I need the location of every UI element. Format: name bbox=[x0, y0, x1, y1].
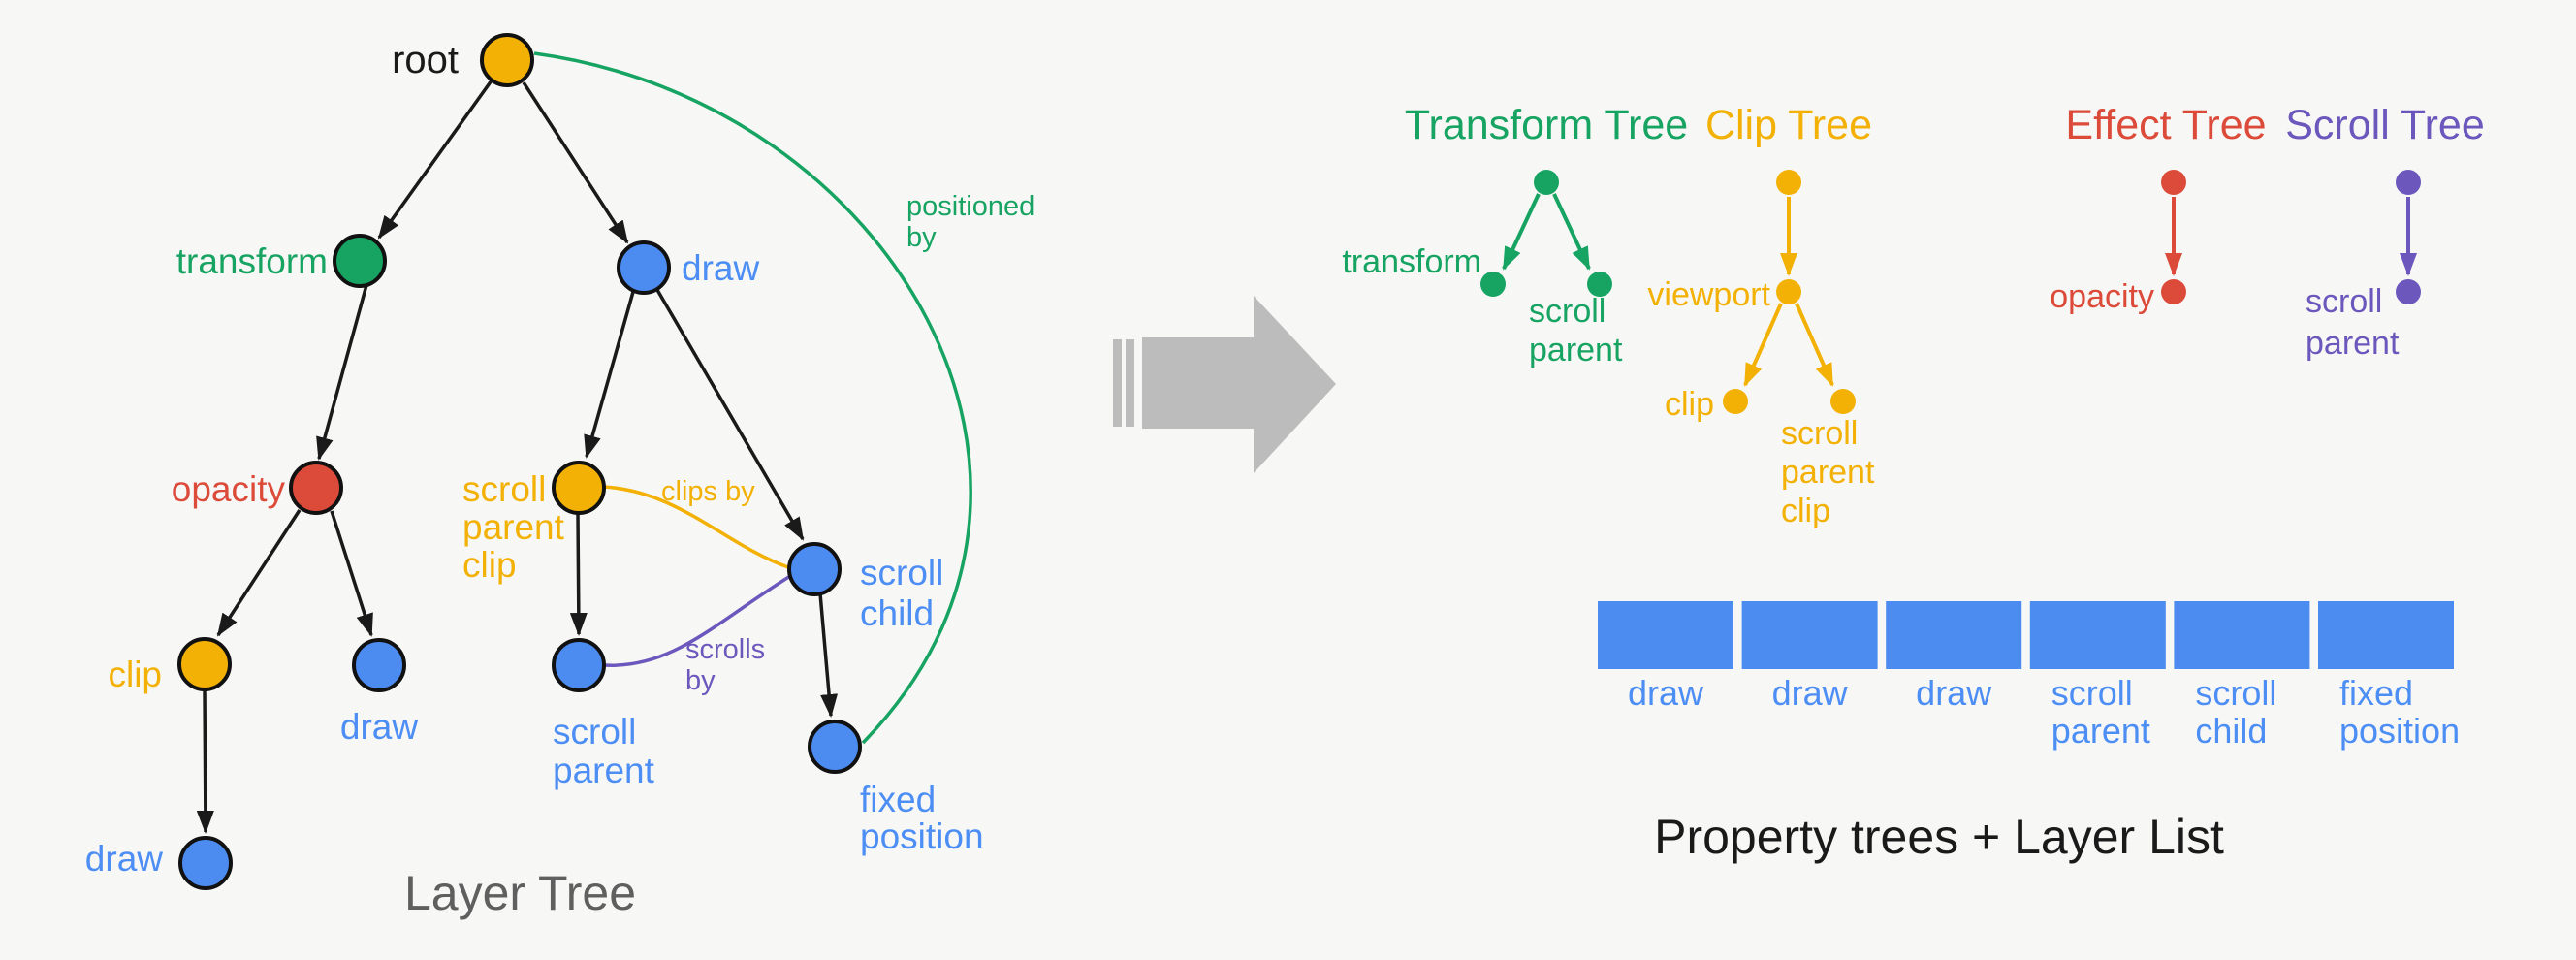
layer-draw-2-rect bbox=[1741, 601, 1878, 669]
node-fixed-position bbox=[808, 720, 862, 774]
title-transform-tree: Transform Tree bbox=[1405, 102, 1688, 148]
edge-opacity-draw2 bbox=[330, 510, 373, 637]
node-clip bbox=[177, 637, 232, 691]
layer-scroll-child-rect bbox=[2174, 601, 2310, 669]
caption-layer-tree: Layer Tree bbox=[404, 866, 636, 920]
node-scroll-child bbox=[787, 542, 842, 596]
arrow-body bbox=[1142, 296, 1336, 473]
layer-scroll-parent-rect bbox=[2029, 601, 2166, 669]
transform-arrow-left bbox=[1502, 193, 1541, 271]
edge-spc-scrollparent bbox=[569, 513, 588, 636]
clip-arrow-left bbox=[1743, 303, 1783, 387]
effect-tree-root bbox=[2161, 170, 2186, 195]
edge-scrollchild-fixed bbox=[818, 592, 839, 718]
transform-tree-transform bbox=[1480, 272, 1506, 297]
layer-fixed-position-rect bbox=[2318, 601, 2454, 669]
label-tt-transform: transform bbox=[1342, 243, 1481, 280]
transform-arrow-right bbox=[1552, 193, 1591, 271]
arrow-bar-2 bbox=[1126, 339, 1134, 427]
node-scroll-parent-clip bbox=[552, 461, 606, 515]
label-ct-viewport: viewport bbox=[1647, 276, 1770, 313]
edge-opacity-clip bbox=[216, 509, 302, 637]
curve-positioned-by bbox=[533, 51, 972, 745]
label-transform: transform bbox=[176, 241, 328, 281]
node-draw-3 bbox=[178, 836, 233, 890]
edge-clip-draw3 bbox=[196, 689, 214, 834]
node-scroll-parent bbox=[552, 638, 606, 692]
node-draw-1 bbox=[617, 240, 671, 295]
clip-tree-viewport bbox=[1776, 279, 1801, 304]
curve-clips-by bbox=[602, 485, 789, 569]
clip-tree-root bbox=[1776, 170, 1801, 195]
edge-draw1-scrollparentclip bbox=[584, 291, 635, 459]
label-root: root bbox=[392, 39, 459, 81]
label-et-opacity: opacity bbox=[2050, 278, 2154, 315]
layer-draw-1-label: draw bbox=[1628, 673, 1704, 713]
node-opacity bbox=[289, 461, 343, 515]
edge-root-transform bbox=[377, 79, 493, 240]
node-draw-2 bbox=[352, 638, 406, 692]
label-ct-clip: clip bbox=[1665, 386, 1714, 423]
layer-draw-2-label: draw bbox=[1772, 673, 1849, 713]
label-draw-1: draw bbox=[682, 248, 759, 288]
title-scroll-tree: Scroll Tree bbox=[2285, 102, 2485, 148]
transform-tree-root bbox=[1534, 170, 1559, 195]
title-clip-tree: Clip Tree bbox=[1705, 102, 1872, 148]
node-root bbox=[480, 33, 534, 87]
label-clips-by: clips by bbox=[661, 476, 755, 507]
clip-arrow-right bbox=[1795, 303, 1834, 387]
layer-draw-1-rect bbox=[1598, 601, 1733, 669]
edge-draw1-scrollchild bbox=[655, 289, 805, 541]
big-right-arrow bbox=[1113, 296, 1336, 473]
label-opacity: opacity bbox=[172, 469, 286, 509]
layer-draw-3-rect bbox=[1886, 601, 2022, 669]
title-effect-tree: Effect Tree bbox=[2065, 102, 2266, 148]
layer-draw-3-label: draw bbox=[1916, 673, 1992, 713]
clip-tree-scrollparentclip bbox=[1830, 389, 1856, 414]
transform-tree-scrollparent bbox=[1587, 272, 1612, 297]
effect-tree-opacity bbox=[2161, 279, 2186, 304]
scroll-tree-scrollparent bbox=[2396, 279, 2421, 304]
label-draw-2: draw bbox=[340, 707, 418, 747]
edge-transform-opacity bbox=[316, 284, 368, 461]
label-clip: clip bbox=[108, 655, 162, 694]
edge-root-draw1 bbox=[522, 81, 629, 244]
arrow-bar-1 bbox=[1113, 339, 1122, 427]
curve-scrolls-by bbox=[603, 571, 796, 667]
label-draw-3: draw bbox=[85, 839, 163, 879]
caption-property-trees-layer-list: Property trees + Layer List bbox=[1654, 810, 2224, 864]
node-transform bbox=[333, 234, 387, 288]
clip-tree-clip bbox=[1723, 389, 1748, 414]
scroll-tree-root bbox=[2396, 170, 2421, 195]
